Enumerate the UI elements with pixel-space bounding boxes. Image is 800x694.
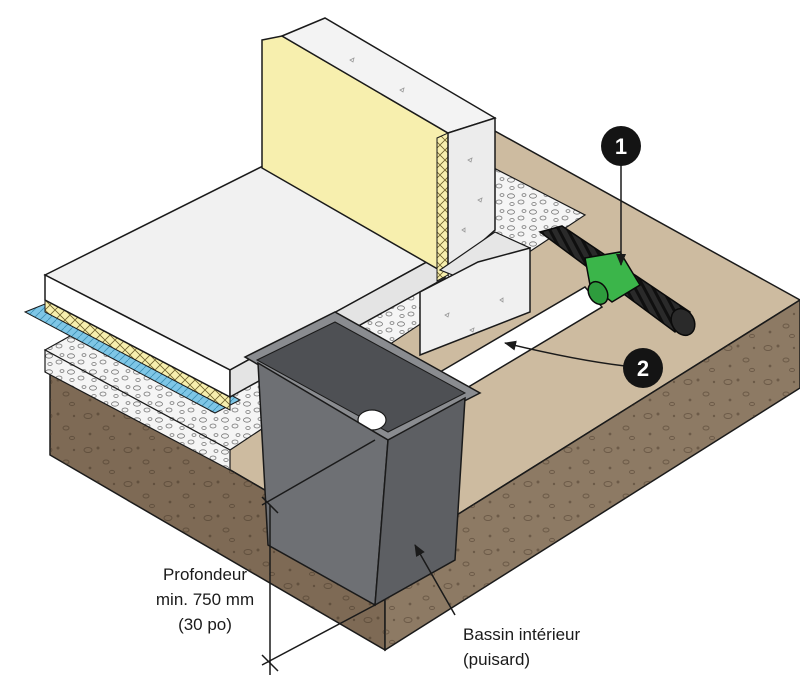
depth-label-line3: (30 po) — [178, 615, 232, 634]
foundation-wall — [261, 17, 532, 357]
sump-label-line2: (puisard) — [463, 650, 530, 669]
depth-label-line2: min. 750 mm — [156, 590, 254, 609]
footing-front — [419, 247, 531, 357]
sump-label: Bassin intérieur (puisard) — [463, 625, 581, 669]
sump-label-line1: Bassin intérieur — [463, 625, 581, 644]
tee-fitting — [584, 251, 642, 306]
callout-1: 1 — [601, 126, 641, 166]
depth-label-line1: Profondeur — [163, 565, 247, 584]
depth-dimension — [261, 439, 376, 675]
callout-2-label: 2 — [637, 356, 649, 381]
perforated-pipe-end — [670, 307, 696, 337]
sump-basin — [243, 311, 482, 607]
leader-line-sump — [414, 544, 456, 616]
sump-side-face — [374, 396, 466, 607]
depth-label: Profondeur min. 750 mm (30 po) — [156, 565, 254, 634]
leader-line-2 — [504, 340, 626, 367]
callout-2: 2 — [623, 348, 663, 388]
gravel-front — [44, 348, 231, 471]
callout-1-label: 1 — [615, 134, 627, 159]
sump-interior — [255, 321, 467, 433]
wall-concrete-face — [447, 116, 496, 274]
